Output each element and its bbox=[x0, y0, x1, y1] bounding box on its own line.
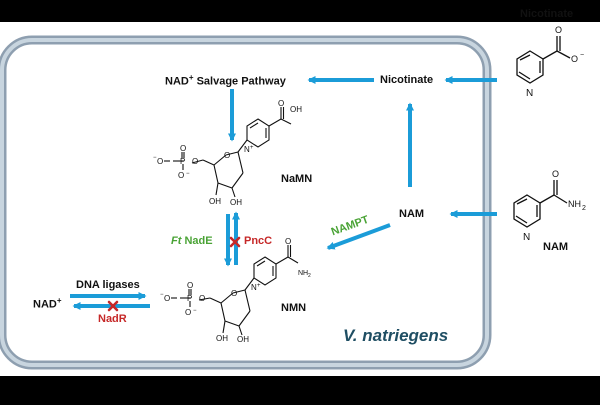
nmn-p-o-bottom-charge: − bbox=[193, 308, 197, 314]
namn-oh-right: OH bbox=[230, 198, 242, 207]
nam-nh2-atom: NH bbox=[568, 199, 581, 209]
nadr-block-cross-icon bbox=[107, 300, 119, 312]
nmn-n-atom: N bbox=[251, 283, 257, 292]
nmn-p-o-bottom: O bbox=[185, 308, 191, 317]
nicotinate-o-minus-atom: O bbox=[571, 54, 578, 64]
nadr-label: NadR bbox=[98, 313, 127, 325]
namn-ester-o-atom: O bbox=[192, 157, 198, 166]
nmn-p-o-left-charge: − bbox=[160, 292, 164, 298]
nmn-oh-right: OH bbox=[237, 335, 249, 344]
nicotinate-outside-label: Nicotinate bbox=[520, 8, 574, 20]
nade-label: Ft NadE bbox=[171, 235, 213, 247]
nam-structure-icon bbox=[513, 180, 568, 228]
nmn-nh2-atom: NH bbox=[298, 270, 308, 277]
nicotinate-structure-icon bbox=[516, 36, 571, 84]
nam-outside-label: NAM bbox=[543, 241, 569, 253]
nam-nh2-subscript: 2 bbox=[582, 205, 586, 212]
namn-p-o-left: O bbox=[157, 157, 163, 166]
nmn-oh-left: OH bbox=[216, 334, 228, 343]
cell-membrane-inner bbox=[0, 38, 489, 367]
nam-o-atom: O bbox=[552, 169, 559, 179]
namn-oh-left: OH bbox=[209, 197, 221, 206]
nmn-p-atom: P bbox=[187, 294, 192, 303]
nmn-o-atom: O bbox=[285, 237, 291, 246]
namn-p-atom: P bbox=[180, 157, 185, 166]
namn-n-charge: + bbox=[250, 145, 254, 151]
nmn-nh2-subscript: 2 bbox=[308, 273, 311, 279]
pncc-block-cross-icon bbox=[229, 236, 241, 248]
nmn-p-o-top: O bbox=[187, 281, 193, 290]
nicotinate-inside-label: Nicotinate bbox=[380, 74, 434, 86]
nam-n-atom: N bbox=[523, 232, 530, 243]
namn-ring-o-atom: O bbox=[224, 151, 230, 160]
nad-label: NAD+ bbox=[33, 296, 62, 311]
nam-inside-label: NAM bbox=[399, 208, 425, 220]
white-panel bbox=[0, 22, 600, 376]
namn-p-o-top: O bbox=[180, 144, 186, 153]
dna-ligases-label: DNA ligases bbox=[76, 279, 140, 291]
nmn-n-charge: + bbox=[257, 283, 261, 289]
namn-oh-atom: OH bbox=[290, 105, 302, 114]
arrow-nam-to-nmn bbox=[326, 223, 391, 250]
namn-p-o-left-charge: − bbox=[153, 155, 157, 161]
nmn-p-o-left: O bbox=[164, 294, 170, 303]
namn-o-atom: O bbox=[278, 99, 284, 108]
nmn-ester-o-atom: O bbox=[199, 294, 205, 303]
pncc-label: PncC bbox=[244, 235, 273, 247]
nad-salvage-pathway-label: NAD+ Salvage Pathway bbox=[165, 73, 286, 88]
nicotinate-n-atom: N bbox=[526, 88, 533, 99]
namn-p-o-bottom-charge: − bbox=[186, 171, 190, 177]
nmn-structure-icon bbox=[171, 245, 299, 336]
nicotinate-o-atom: O bbox=[555, 25, 562, 35]
nicotinate-charge: − bbox=[580, 52, 584, 59]
organism-title: V. natriegens bbox=[343, 326, 449, 345]
namn-structure-icon bbox=[164, 107, 292, 198]
namn-label: NaMN bbox=[281, 173, 313, 185]
nmn-ring-o-atom: O bbox=[231, 289, 237, 298]
namn-p-o-bottom: O bbox=[178, 171, 184, 180]
namn-n-atom: N bbox=[244, 145, 250, 154]
nmn-label: NMN bbox=[281, 302, 307, 314]
